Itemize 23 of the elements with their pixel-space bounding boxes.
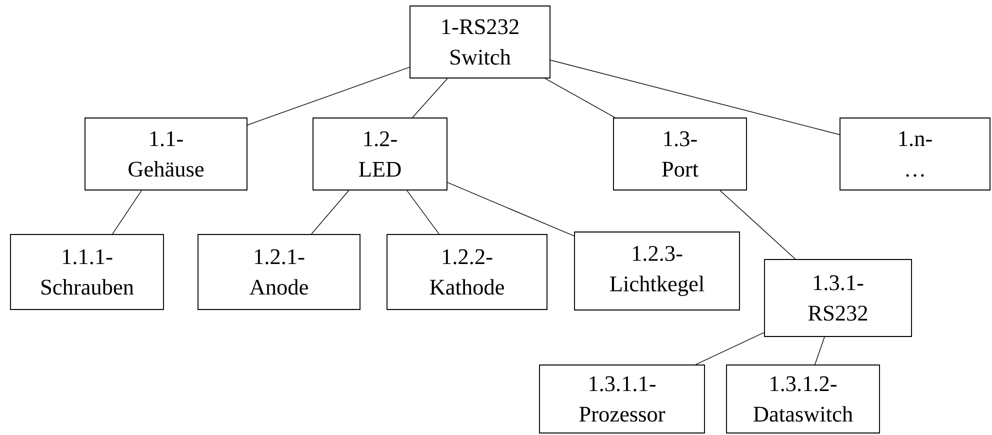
tree-box: 1.2.1- Anode — [198, 234, 360, 310]
connector-line — [112, 190, 142, 234]
tree-box: 1.2.2- Kathode — [386, 234, 548, 310]
connector-line — [544, 78, 616, 118]
tree-box: 1.2- LED — [312, 118, 448, 190]
connector-line — [695, 332, 764, 365]
tree-box: 1.3.1- RS232 — [764, 259, 912, 337]
tree-box: 1.3.1.2- Dataswitch — [726, 364, 880, 434]
tree-box: 1.n- … — [840, 118, 990, 190]
tree-box: 1.1- Gehäuse — [84, 118, 248, 190]
tree-box: 1.2.3- Lichtkegel — [574, 232, 740, 310]
tree-box: 1.1.1- Schrauben — [10, 234, 164, 310]
connector-line — [412, 78, 448, 118]
connector-line — [447, 182, 574, 236]
connector-line — [814, 336, 825, 365]
connector-line — [406, 190, 440, 234]
connector-line — [550, 60, 840, 135]
tree-box: 1.3.1.1- Prozessor — [539, 364, 705, 434]
connector-line — [720, 190, 796, 260]
tree-box: 1.3- Port — [613, 118, 747, 190]
tree-box: 1-RS232 Switch — [410, 6, 550, 78]
connector-line — [311, 190, 350, 234]
connector-line — [247, 66, 410, 126]
